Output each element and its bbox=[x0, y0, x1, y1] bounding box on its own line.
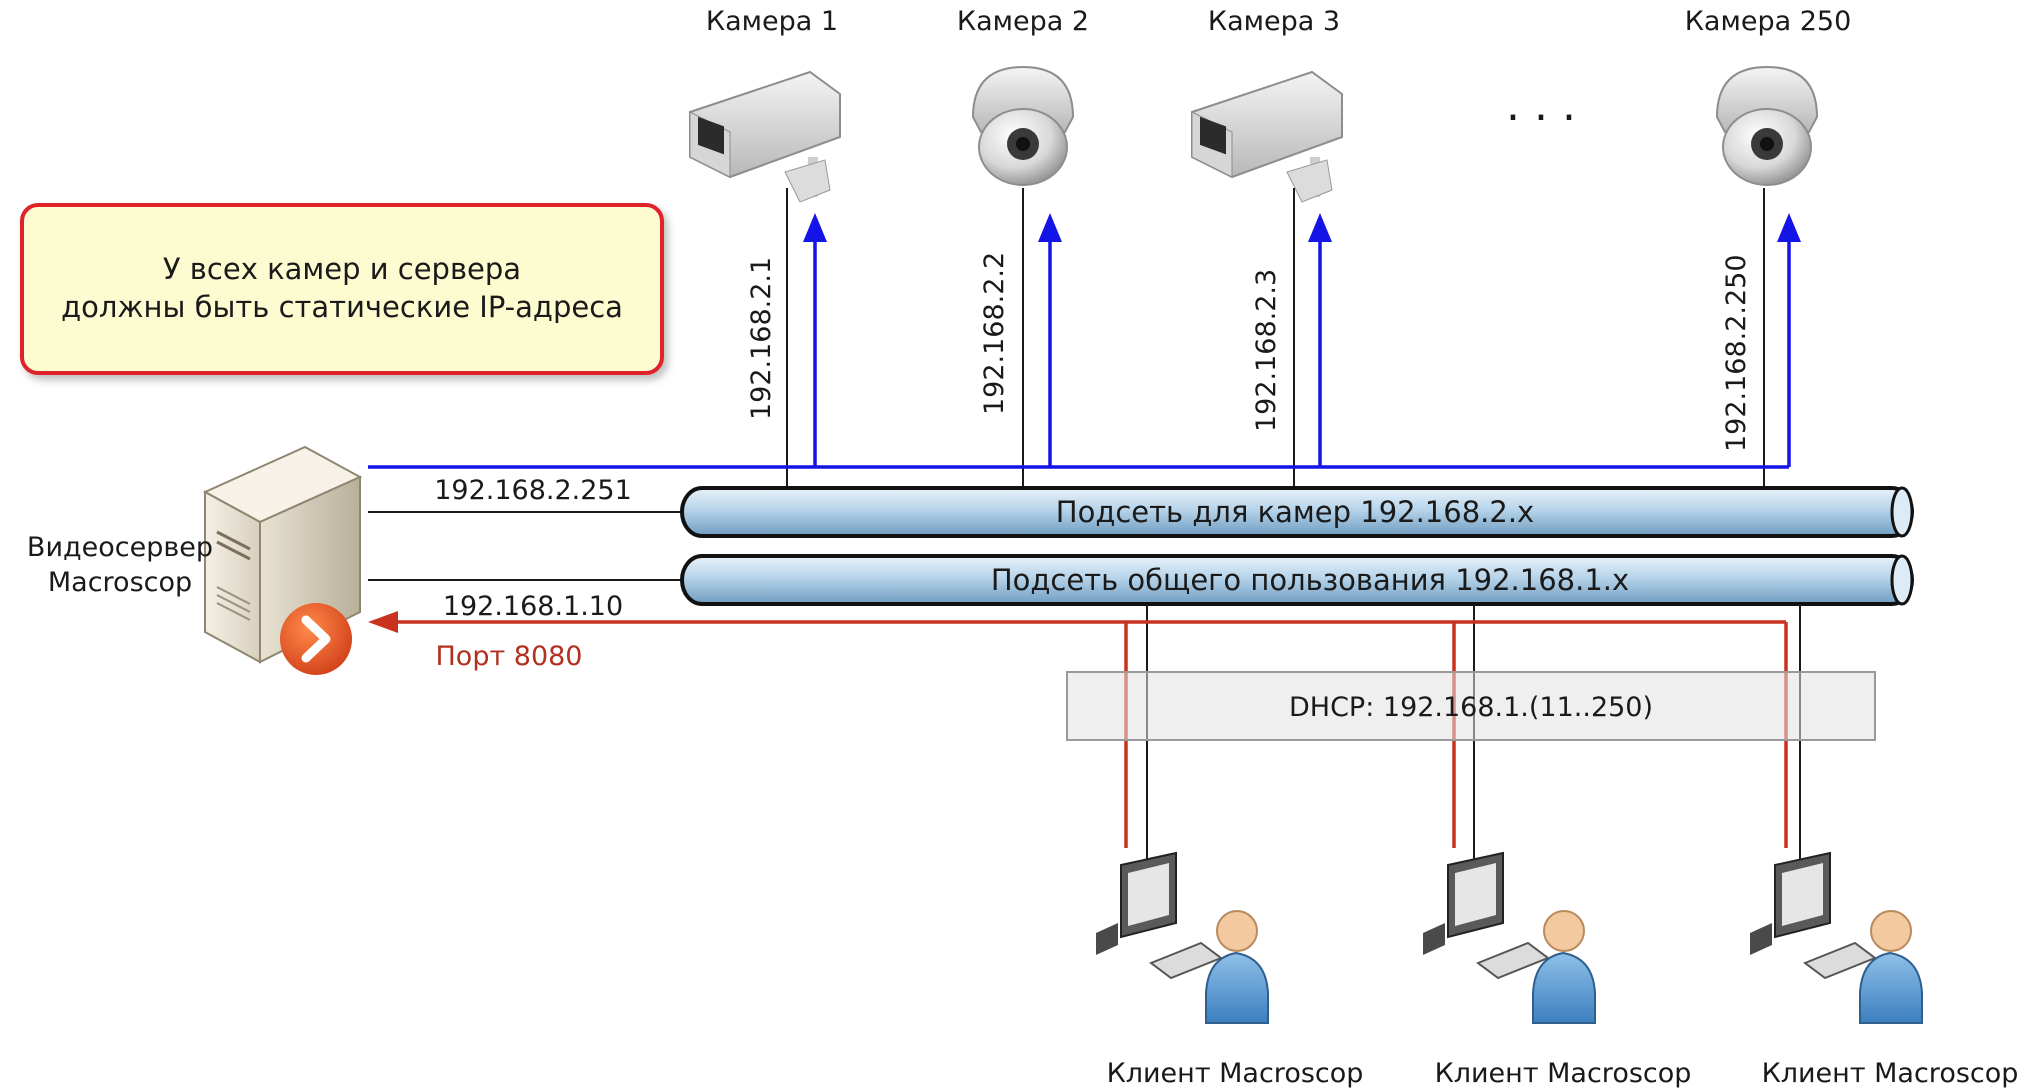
server-camera-subnet-ip: 192.168.2.251 bbox=[434, 475, 632, 506]
workstation-user-icon bbox=[1096, 851, 1269, 1024]
note-line-2: должны быть статические IP-адреса bbox=[61, 290, 623, 324]
camera-1-label: Камера 1 bbox=[706, 6, 838, 37]
box-camera-icon bbox=[1191, 70, 1343, 203]
camera-3-label: Камера 3 bbox=[1208, 6, 1340, 37]
ellipsis: . . . bbox=[1506, 80, 1576, 131]
server-general-subnet-ip: 192.168.1.10 bbox=[443, 591, 623, 622]
client-access-arrowhead bbox=[368, 611, 398, 633]
box-camera-icon bbox=[689, 70, 841, 203]
dhcp-range-box: DHCP: 192.168.1.(11..250) bbox=[1066, 671, 1876, 741]
workstation-user-icon bbox=[1750, 851, 1923, 1024]
client-3-label: Клиент Macroscop bbox=[1762, 1058, 2019, 1089]
static-ip-note: У всех камер и сервера должны быть стати… bbox=[20, 203, 664, 375]
camera-1-ip: 192.168.2.1 bbox=[746, 257, 777, 420]
server-label-line-1: Видеосервер bbox=[27, 532, 213, 563]
workstation-user-icon bbox=[1423, 851, 1596, 1024]
dhcp-range-label: DHCP: 192.168.1.(11..250) bbox=[1289, 692, 1653, 723]
camera-subnet-pipe: Подсеть для камер 192.168.2.x bbox=[680, 486, 1914, 538]
macroscop-logo-icon bbox=[280, 603, 352, 675]
camera-3-ip: 192.168.2.3 bbox=[1251, 269, 1282, 432]
camera-access-links bbox=[368, 240, 1791, 469]
dome-camera-icon bbox=[971, 65, 1075, 186]
server-pipe-links bbox=[368, 511, 688, 581]
camera-2-ip: 192.168.2.2 bbox=[979, 252, 1010, 415]
note-line-1: У всех камер и сервера bbox=[163, 252, 521, 286]
camera-subnet-label: Подсеть для камер 192.168.2.x bbox=[1056, 495, 1534, 529]
camera-2-label: Камера 2 bbox=[957, 6, 1089, 37]
camera-drop-lines bbox=[786, 188, 1765, 488]
general-subnet-pipe: Подсеть общего пользования 192.168.1.x bbox=[680, 554, 1914, 606]
server-label-line-2: Macroscop bbox=[48, 567, 192, 598]
client-2-label: Клиент Macroscop bbox=[1435, 1058, 1692, 1089]
server-port-label: Порт 8080 bbox=[436, 641, 583, 672]
general-subnet-label: Подсеть общего пользования 192.168.1.x bbox=[991, 563, 1629, 597]
camera-250-ip: 192.168.2.250 bbox=[1721, 254, 1752, 452]
camera-access-arrowheads bbox=[803, 213, 1801, 242]
client-1-label: Клиент Macroscop bbox=[1107, 1058, 1364, 1089]
dome-camera-icon bbox=[1715, 65, 1819, 186]
server-icon bbox=[202, 445, 363, 664]
camera-250-label: Камера 250 bbox=[1685, 6, 1852, 37]
